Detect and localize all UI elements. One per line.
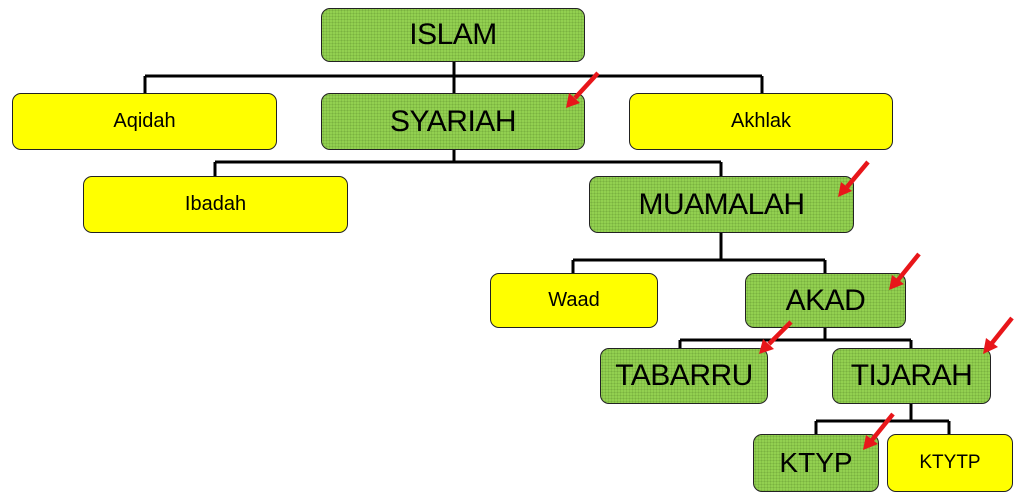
node-tabarru: TABARRU bbox=[600, 348, 768, 404]
node-akad: AKAD bbox=[745, 273, 906, 328]
node-akad-label: AKAD bbox=[785, 283, 866, 317]
node-tijarah-label: TIJARAH bbox=[850, 359, 973, 392]
node-ibadah: Ibadah bbox=[83, 176, 348, 233]
connector-lines bbox=[143, 62, 951, 434]
node-akhlak: Akhlak bbox=[629, 93, 893, 150]
node-ktytp: KTYTP bbox=[887, 434, 1013, 492]
node-syariah: SYARIAH bbox=[321, 93, 585, 150]
node-waad-label: Waad bbox=[548, 289, 600, 311]
node-akhlak-label: Akhlak bbox=[730, 110, 792, 132]
node-syariah-label: SYARIAH bbox=[390, 104, 516, 138]
node-ibadah-label: Ibadah bbox=[184, 193, 247, 215]
node-ktyp: KTYP bbox=[753, 434, 879, 492]
node-waad: Waad bbox=[490, 273, 658, 328]
node-tijarah: TIJARAH bbox=[832, 348, 991, 404]
node-aqidah: Aqidah bbox=[12, 93, 277, 150]
node-islam-label: ISLAM bbox=[409, 18, 497, 51]
node-muamalah: MUAMALAH bbox=[589, 176, 854, 233]
node-aqidah-label: Aqidah bbox=[113, 110, 176, 132]
node-ktyp-label: KTYP bbox=[779, 447, 853, 478]
node-muamalah-label: MUAMALAH bbox=[638, 187, 805, 221]
node-ktytp-label: KTYTP bbox=[919, 452, 981, 473]
node-tabarru-label: TABARRU bbox=[615, 359, 753, 392]
node-islam: ISLAM bbox=[321, 8, 585, 62]
